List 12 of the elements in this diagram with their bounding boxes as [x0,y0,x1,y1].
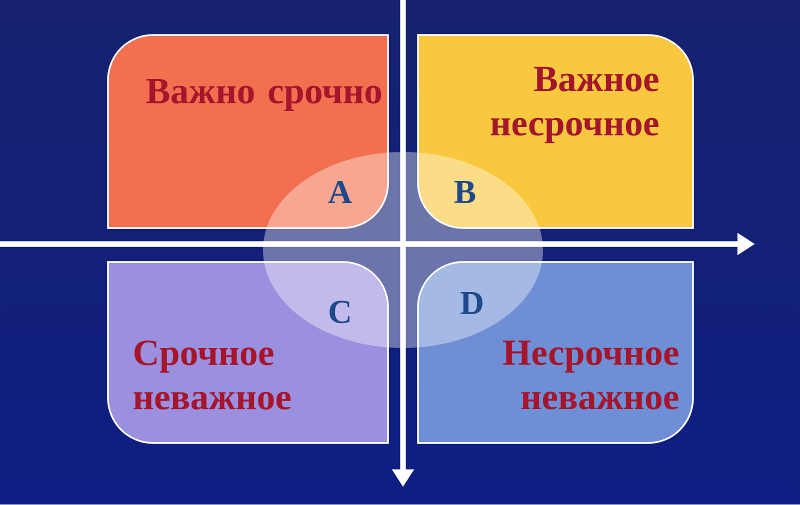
quadrant-heading: Срочное неважное [134,340,291,410]
quadrant-box [107,34,389,229]
quadrant-letter: D [460,292,482,314]
quadrant-heading: Важно срочно [146,79,382,111]
quadrant-heading: Несрочное неважное [503,340,678,410]
quadrant-letter: A [328,180,352,204]
quadrant-heading: Важное несрочное [490,66,658,144]
quadrant-box [417,34,694,229]
quadrant-letter: C [330,300,350,324]
quadrant-box [417,261,694,444]
quadrant-box [107,261,389,444]
quadrant-letter: B [454,181,476,203]
